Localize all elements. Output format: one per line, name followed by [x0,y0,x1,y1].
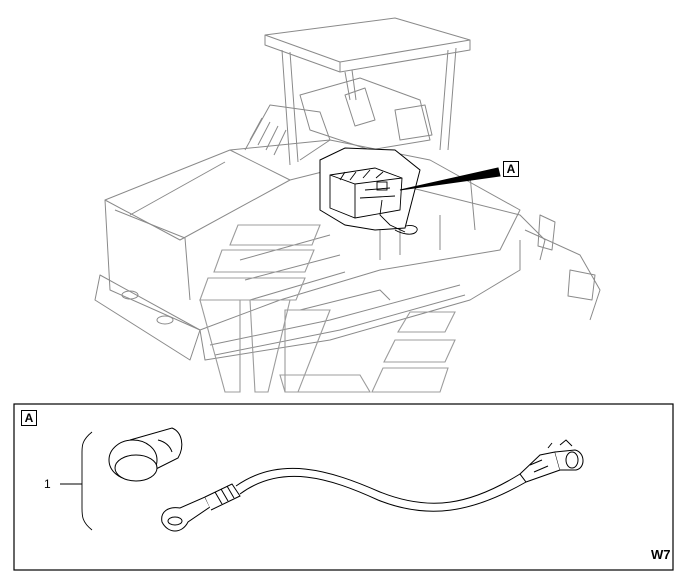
part-number-label: 1 [44,477,51,491]
callout-label-a: A [503,161,519,177]
sheet-code-label: W7 [651,547,671,562]
watermark-logo [199,224,456,393]
highlight-window [319,147,421,231]
battery-cable [161,439,584,532]
item-bracket [60,431,93,531]
paver-machine-illustration [94,17,601,361]
callout-leader [399,167,501,191]
battery-box [329,167,418,235]
detail-label-a: A [21,410,37,426]
terminal-cap [108,427,183,482]
detail-frame [13,403,674,571]
